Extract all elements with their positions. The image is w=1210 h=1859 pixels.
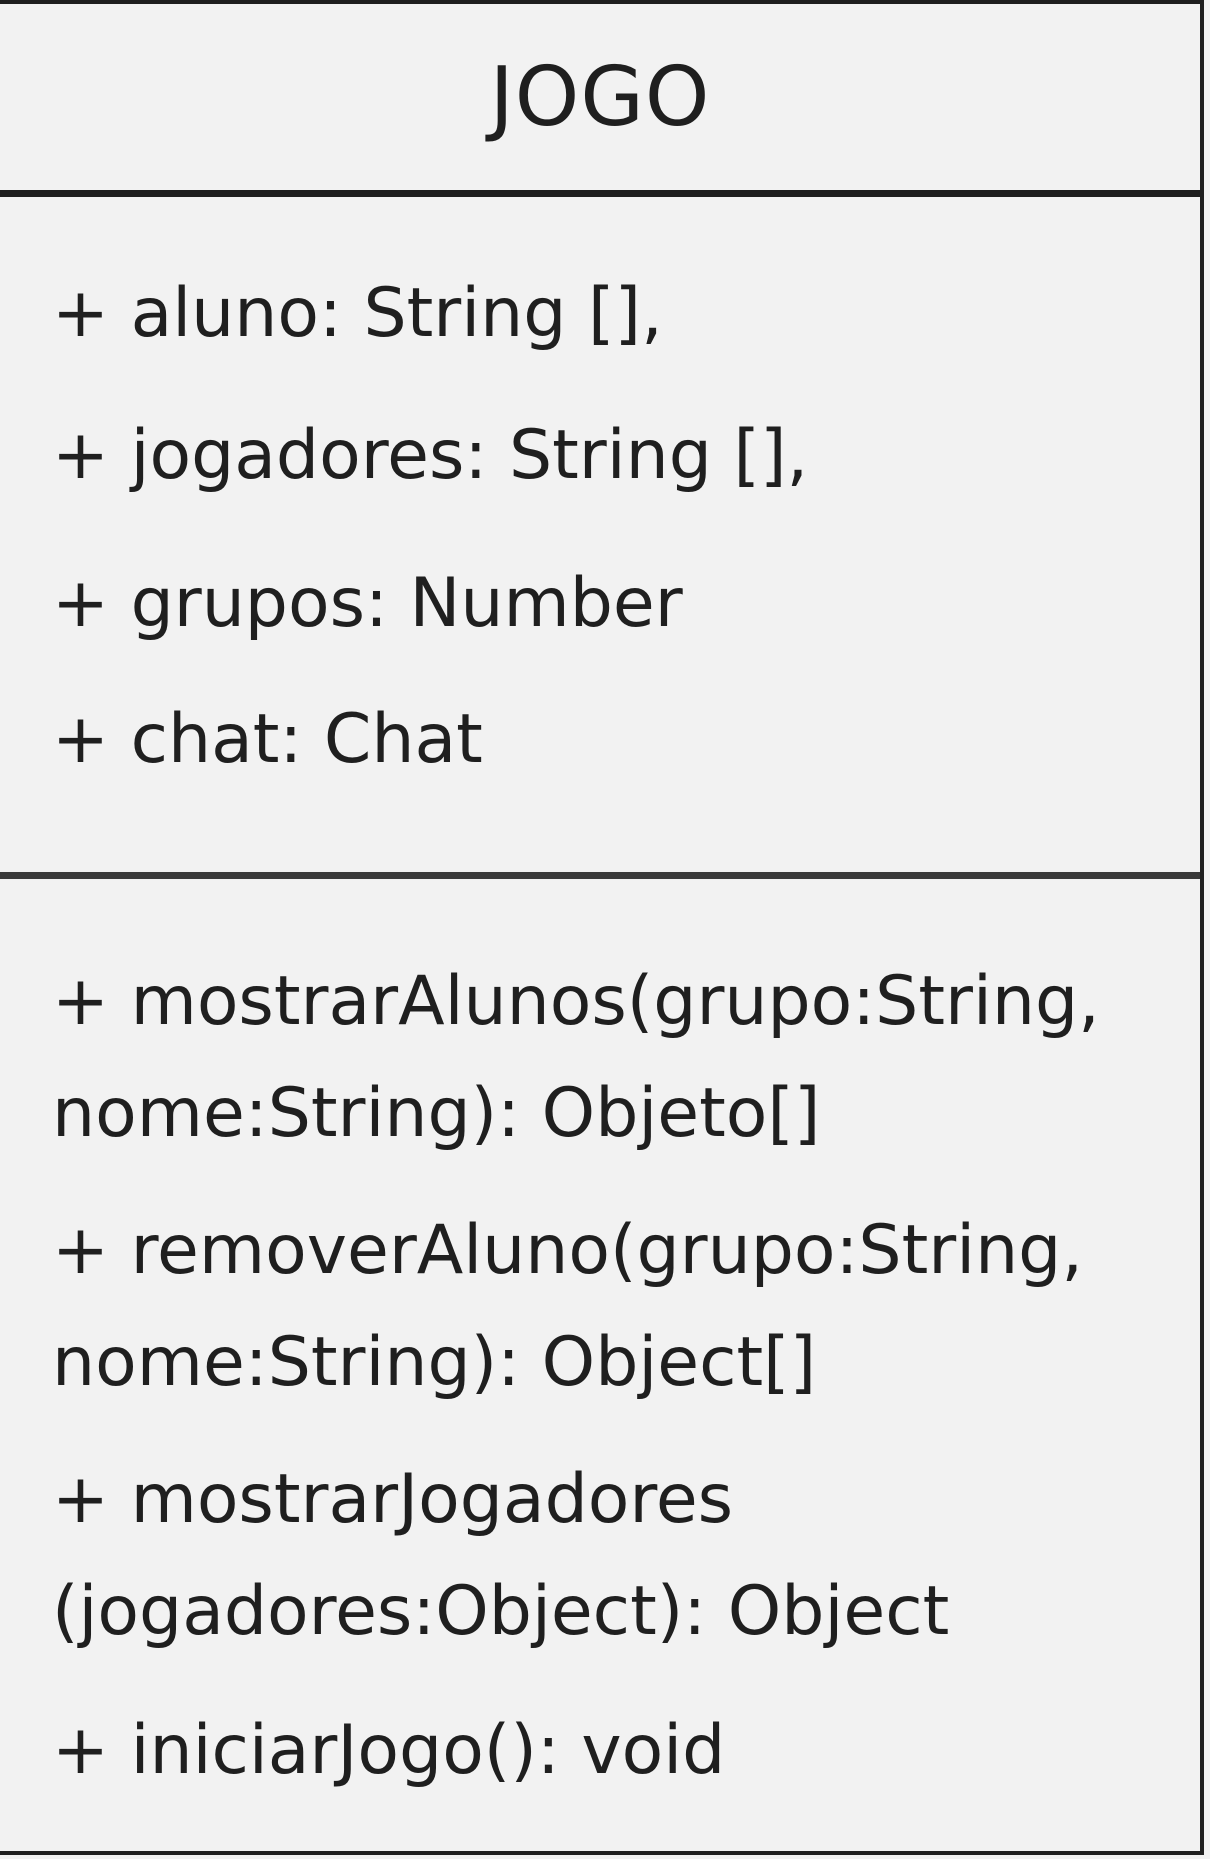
method-mostrar-alunos-line1: + mostrarAlunos(grupo:String, bbox=[52, 962, 1100, 1041]
method-remover-aluno-line2: nome:String): Object[] bbox=[52, 1323, 817, 1402]
methods-compartment: + mostrarAlunos(grupo:String, nome:Strin… bbox=[52, 946, 1180, 1807]
attribute-grupos: + grupos: Number bbox=[52, 564, 683, 643]
method-mostrar-alunos-line2: nome:String): Objeto[] bbox=[52, 1074, 821, 1153]
attribute-chat: + chat: Chat bbox=[52, 700, 483, 779]
method-remover-aluno: + removerAluno(grupo:String, nome:String… bbox=[52, 1195, 1180, 1419]
attribute-aluno: + aluno: String [], bbox=[52, 274, 663, 353]
name-attributes-divider bbox=[0, 190, 1200, 197]
method-mostrar-jogadores-line2: (jogadores:Object): Object bbox=[52, 1572, 950, 1651]
class-name: JOGO bbox=[489, 49, 711, 145]
attributes-methods-divider bbox=[0, 872, 1200, 879]
attributes-compartment: + aluno: String [], + jogadores: String … bbox=[52, 274, 1180, 780]
method-mostrar-alunos: + mostrarAlunos(grupo:String, nome:Strin… bbox=[52, 946, 1180, 1170]
method-remover-aluno-line1: + removerAluno(grupo:String, bbox=[52, 1211, 1083, 1290]
method-iniciar-jogo-line1: + iniciarJogo(): void bbox=[52, 1711, 726, 1790]
method-mostrar-jogadores-line1: + mostrarJogadores bbox=[52, 1460, 734, 1539]
attribute-jogadores: + jogadores: String [], bbox=[52, 416, 809, 495]
method-iniciar-jogo: + iniciarJogo(): void bbox=[52, 1695, 1180, 1807]
method-mostrar-jogadores: + mostrarJogadores (jogadores:Object): O… bbox=[52, 1444, 1180, 1668]
